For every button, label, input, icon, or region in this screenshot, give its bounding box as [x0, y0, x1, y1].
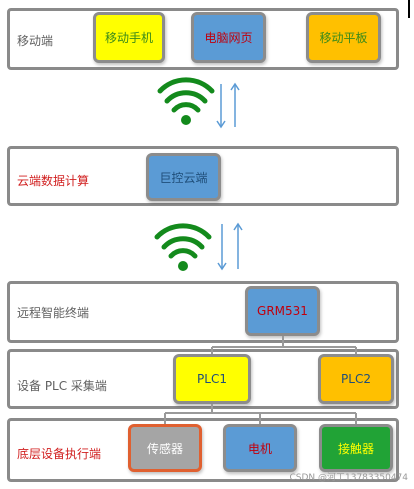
node-grm531[interactable]: GRM531 — [245, 286, 320, 336]
node-motor[interactable]: 电机 — [223, 424, 297, 472]
node-contactor[interactable]: 接触器 — [319, 424, 393, 472]
node-tablet[interactable]: 移动平板 — [306, 12, 381, 63]
node-phone[interactable]: 移动手机 — [93, 12, 165, 63]
tier-mobile-label: 移动端 — [17, 34, 54, 48]
node-pc-web[interactable]: 电脑网页 — [191, 12, 266, 63]
node-plc2[interactable]: PLC2 — [318, 354, 394, 404]
bidirectional-arrow-icon — [216, 82, 240, 129]
corner-mark — [408, 0, 410, 18]
tree-connector-plc — [211, 336, 357, 354]
watermark: CSDN @河工13783350474 — [289, 473, 408, 483]
tier-terminal — [7, 281, 399, 343]
tier-cloud-label: 云端数据计算 — [17, 174, 90, 188]
node-sensor[interactable]: 传感器 — [128, 424, 202, 472]
node-cloud[interactable]: 巨控云端 — [146, 153, 221, 201]
wifi-icon — [157, 77, 215, 125]
bidirectional-arrow-icon — [217, 222, 243, 271]
tier-terminal-label: 远程智能终端 — [17, 306, 90, 320]
tree-connector-devices — [164, 404, 357, 424]
tier-plc-label: 设备 PLC 采集端 — [17, 379, 107, 393]
node-plc1[interactable]: PLC1 — [173, 354, 251, 404]
wifi-icon — [154, 223, 212, 271]
tier-bottom-label: 底层设备执行端 — [17, 447, 102, 461]
